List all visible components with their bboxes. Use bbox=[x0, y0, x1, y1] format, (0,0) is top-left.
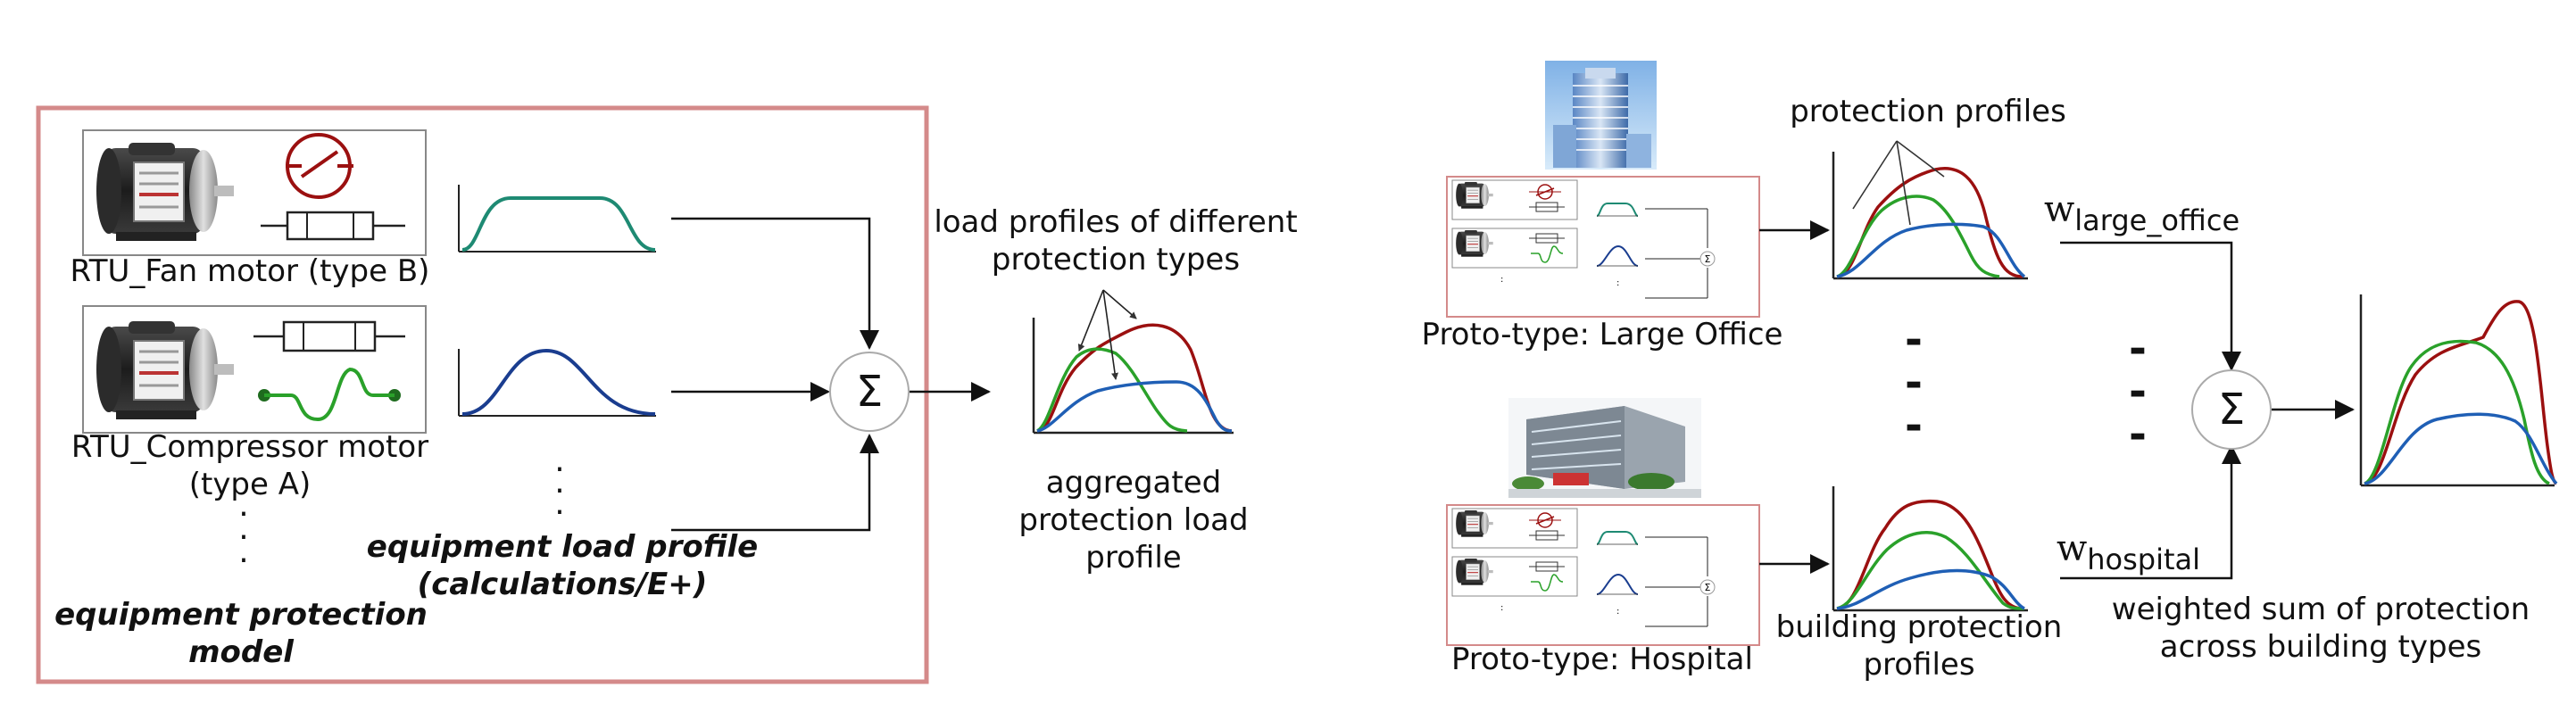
load-profiles-title-line1: load profiles of different bbox=[934, 204, 1298, 240]
weighted-sum-chart bbox=[2359, 294, 2558, 487]
aggregated-label-line1: aggregated bbox=[1045, 465, 1222, 501]
vertical-dot-6: . bbox=[554, 485, 565, 522]
ellipsis-dash-3: - bbox=[1905, 401, 1923, 451]
equipment-load-profile-label-line1: equipment load profile bbox=[366, 529, 759, 565]
load-profiles-title-line2: protection types bbox=[991, 242, 1241, 277]
equipment-box bbox=[36, 105, 929, 684]
equipment-protection-model-label-line1: equipment protection bbox=[54, 597, 428, 633]
equipment-protection-model-label-line2: model bbox=[188, 634, 294, 670]
weighted-sum-label-line2: across building types bbox=[2159, 629, 2482, 665]
building-protection-label-line1: building protection bbox=[1775, 609, 2063, 645]
equipment-load-profile-label-line2: (calculations/E+) bbox=[417, 567, 708, 602]
sum-node-left bbox=[829, 352, 910, 432]
protection-profiles-label: protection profiles bbox=[1790, 94, 2066, 129]
aggregated-label-line3: profile bbox=[1085, 540, 1182, 576]
compressor-load-profile bbox=[458, 348, 656, 417]
vertical-dot-4: . bbox=[554, 443, 565, 479]
ellipsis-dash-1: - bbox=[1905, 315, 1923, 365]
hospital-building-image bbox=[1508, 398, 1701, 498]
series-red bbox=[1036, 323, 1233, 433]
sum-symbol-left: Σ bbox=[855, 367, 884, 417]
ellipsis-dash-5: - bbox=[2129, 367, 2147, 417]
compressor-motor-label-line2: (type A) bbox=[188, 467, 312, 502]
compressor-motor-group bbox=[82, 305, 427, 434]
building-protection-label-line2: profiles bbox=[1863, 647, 1975, 683]
vertical-dot-5: . bbox=[554, 464, 565, 501]
hospital-protection-chart bbox=[1832, 486, 2028, 612]
vertical-dot-3: . bbox=[238, 534, 249, 570]
weighted-arrows bbox=[2060, 241, 2355, 580]
ellipsis-dash-6: - bbox=[2129, 410, 2147, 460]
weight-hospital: whospital bbox=[2057, 528, 2201, 576]
vertical-dot-2: . bbox=[238, 510, 249, 547]
series-green bbox=[1035, 347, 1188, 433]
ellipsis-dash-2: - bbox=[1905, 358, 1923, 408]
large-office-protection-chart bbox=[1832, 140, 2028, 280]
large-office-building-image bbox=[1545, 61, 1657, 170]
weight-large-office: wlarge_office bbox=[2044, 189, 2240, 237]
weighted-sum-label-line1: weighted sum of protection bbox=[2111, 592, 2530, 627]
sum-symbol-right: Σ bbox=[2217, 385, 2246, 435]
thermal-relay-icon bbox=[264, 367, 395, 422]
prototype-hospital-label: Proto-type: Hospital bbox=[1451, 642, 1753, 677]
vertical-dot-1: . bbox=[238, 487, 249, 524]
series-blue bbox=[1036, 380, 1233, 433]
arrows-to-sum bbox=[671, 217, 991, 532]
prototype-large-office-label: Proto-type: Large Office bbox=[1421, 317, 1783, 352]
fan-load-profile bbox=[458, 185, 656, 253]
ellipsis-dash-4: - bbox=[2129, 324, 2147, 374]
hospital-thumbnail bbox=[1447, 505, 1759, 645]
prototype-arrows bbox=[1759, 220, 1830, 574]
fan-motor-label: RTU_Fan motor (type B) bbox=[70, 253, 430, 289]
large-office-thumbnail bbox=[1447, 177, 1759, 317]
aggregated-label-line2: protection load bbox=[1018, 502, 1249, 538]
aggregated-chart bbox=[1032, 289, 1234, 435]
fan-motor-group bbox=[82, 129, 427, 256]
sum-node-right bbox=[2191, 369, 2272, 450]
compressor-motor-label-line1: RTU_Compressor motor bbox=[71, 429, 429, 465]
